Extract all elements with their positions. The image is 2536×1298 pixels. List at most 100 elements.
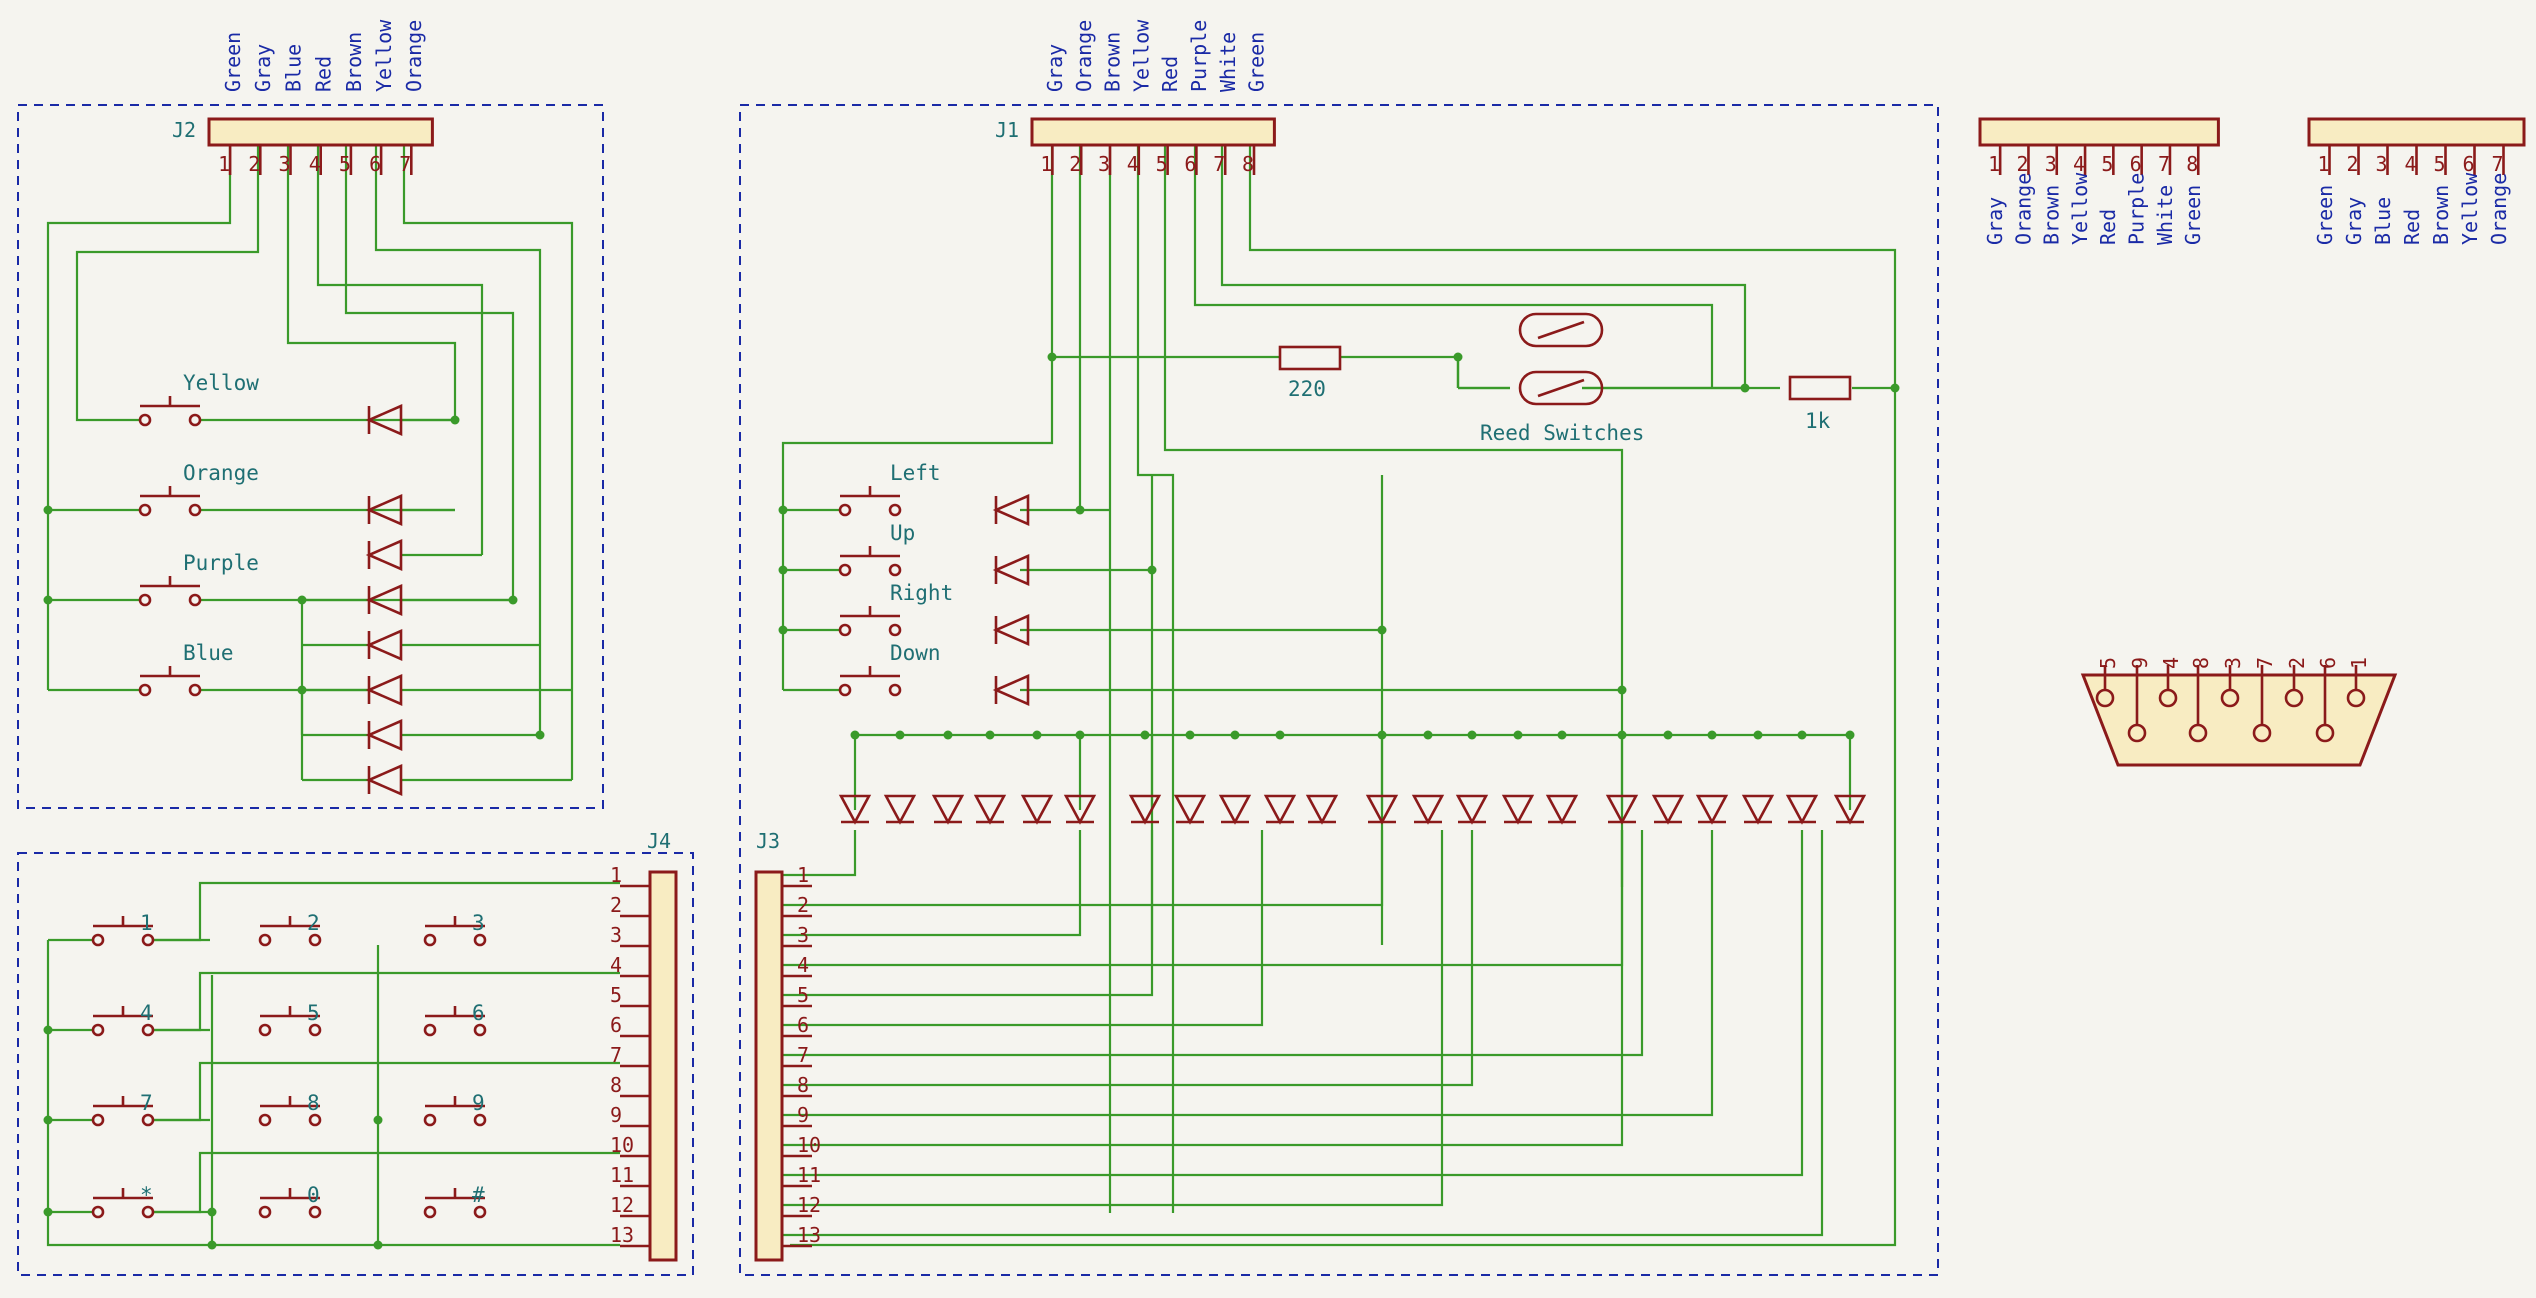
net-label-j2: Yellow [372,19,396,92]
diode [883,794,917,825]
net-label-ca: Brown [2040,185,2064,245]
junction-dot [1740,383,1750,393]
diode [992,494,1030,526]
button-Yellow-contact [188,413,202,427]
junction-dot [373,1115,383,1125]
connector-j1-pin-number: 7 [1213,152,1225,176]
junction-dot [43,505,53,515]
button-5-contact [308,1023,322,1037]
connector-j4-pin-number: 3 [610,923,622,947]
net-label-ca: Red [2096,209,2120,245]
net-label-cb: Blue [2371,197,2395,245]
junction-dot [1707,730,1717,740]
button-#-contact [473,1205,487,1219]
resistor-220 [1278,345,1342,371]
connector-j1-body [1030,117,1276,147]
button-Down-contact [888,683,902,697]
net-label-ca: Purple [2125,173,2149,245]
wire [374,140,542,735]
connector-j4-pin-number: 5 [610,983,622,1007]
keypad-label: 8 [307,1091,320,1115]
connector-j1-ref: J1 [995,118,1019,142]
connector-ca-body [1978,117,2220,147]
net-label-j2: Blue [281,44,305,92]
button-0-contact [308,1205,322,1219]
junction-dot [1753,730,1763,740]
wire [1163,140,1624,690]
keypad-label: 7 [140,1091,153,1115]
junction-dot [778,505,788,515]
connector-j1-pin-number: 5 [1156,152,1168,176]
junction-dot [373,1240,383,1250]
button-4-contact [91,1023,105,1037]
button-8-contact [258,1113,272,1127]
db9-pin-number: 1 [2347,657,2371,669]
keypad-label: * [140,1183,153,1207]
button-1-contact [91,933,105,947]
button-label: Right [890,581,953,605]
junction-dot [1075,505,1085,515]
junction-dot [1047,352,1057,362]
reed-switch [1518,370,1604,406]
button-label: Purple [183,551,259,575]
connector-j3-body [754,870,784,1262]
wire [765,830,1082,937]
diode [1545,794,1579,825]
connector-j2-pin-number: 5 [339,152,351,176]
keypad-label: 6 [472,1001,485,1025]
connector-j3-pin-number: 6 [797,1013,809,1037]
wire [765,830,1804,1177]
connector-j4-pin-number: 2 [610,893,622,917]
button-Up-contact [888,563,902,577]
wire [1220,140,1747,388]
button-label: Left [890,461,941,485]
junction-dot [985,730,995,740]
diode [365,629,403,661]
connector-cb-pin-number: 4 [2405,152,2417,176]
diode [365,764,403,796]
connector-j3-pin-number: 8 [797,1073,809,1097]
net-label-j1: Gray [1043,44,1067,92]
diode [1063,794,1097,825]
junction-dot [450,415,460,425]
connector-j4-pin-number: 8 [610,1073,622,1097]
junction-dot [1513,730,1523,740]
junction-dot [43,1025,53,1035]
button-Left-contact [838,503,852,517]
db9-pin-number: 4 [2159,657,2183,669]
connector-j1-pin-number: 2 [1069,152,1081,176]
button-8-contact [308,1113,322,1127]
net-label-j1: Yellow [1129,19,1153,92]
wire [765,830,1384,907]
net-label-cb: Orange [2487,173,2511,245]
net-label-j2: Brown [342,32,366,92]
junction-dot [1147,565,1157,575]
keypad-label: 2 [307,911,320,935]
button-Left-contact [888,503,902,517]
connector-ca-pin-number: 5 [2101,152,2113,176]
diode [1785,794,1819,825]
diode [1605,794,1639,825]
connector-j3-pin-number: 9 [797,1103,809,1127]
net-label-j2: Red [312,56,336,92]
diode [973,794,1007,825]
junction-dot [943,730,953,740]
diode [931,794,965,825]
connector-j2-pin-number: 6 [369,152,381,176]
net-label-cb: Gray [2342,197,2366,245]
keypad-label: # [472,1183,485,1207]
button-Orange-contact [138,503,152,517]
button-1-contact [141,933,155,947]
db9-shell [2080,673,2398,767]
button-Right-contact [838,623,852,637]
connector-j3-pin-number: 3 [797,923,809,947]
diode [838,794,872,825]
junction-dot [297,685,307,695]
wire [765,830,1644,1057]
junction-dot [895,730,905,740]
wire [344,140,515,600]
diode [365,404,403,436]
connector-j2-pin-number: 7 [399,152,411,176]
resistor-1k [1788,375,1852,401]
